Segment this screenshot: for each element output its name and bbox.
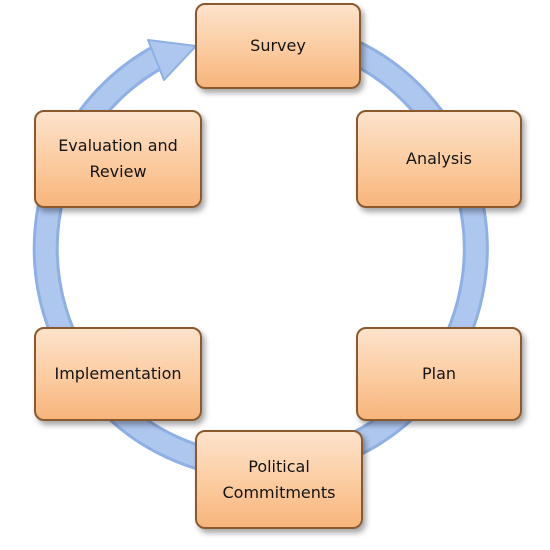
stage-political-commitments: Political Commitments bbox=[195, 430, 363, 529]
stage-analysis-label: Analysis bbox=[406, 149, 472, 168]
stage-plan: Plan bbox=[356, 327, 522, 421]
stage-evaluation-and-review-label: Evaluation and Review bbox=[58, 136, 178, 181]
stage-survey: Survey bbox=[195, 3, 361, 89]
stage-survey-label: Survey bbox=[250, 36, 306, 55]
stage-evaluation-and-review: Evaluation and Review bbox=[34, 110, 202, 208]
stage-implementation-label: Implementation bbox=[54, 364, 182, 383]
cycle-arrowhead bbox=[147, 39, 197, 81]
stage-implementation: Implementation bbox=[34, 327, 202, 421]
stage-plan-label: Plan bbox=[421, 364, 457, 383]
stage-analysis: Analysis bbox=[356, 110, 522, 208]
stage-political-commitments-label: Political Commitments bbox=[222, 456, 336, 502]
